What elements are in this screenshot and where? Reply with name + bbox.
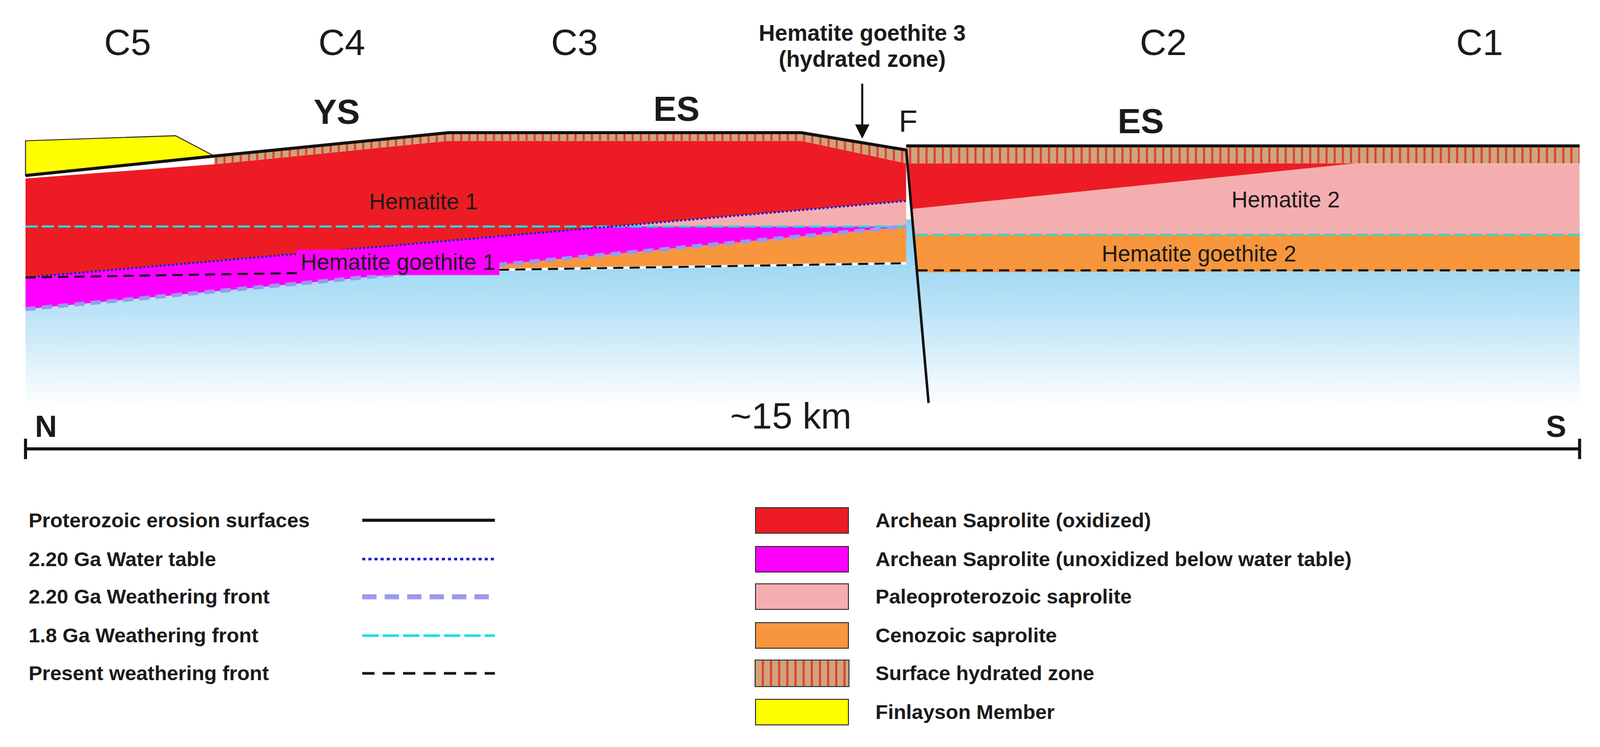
legend-label: Archean Saprolite (oxidized) xyxy=(875,508,1151,533)
legend-label: Finlayson Member xyxy=(875,700,1055,725)
erosion-surface xyxy=(905,144,1580,148)
legend-label: Cenozoic saprolite xyxy=(875,623,1057,648)
paleoproterozoic-saprolite xyxy=(911,163,1580,237)
legend-swatch xyxy=(755,507,849,534)
legend-line-sample xyxy=(362,519,495,523)
legend-label: 1.8 Ga Weathering front xyxy=(28,623,259,648)
legend-label: Archean Saprolite (unoxidized below wate… xyxy=(875,547,1352,572)
present-weathering-front xyxy=(917,269,1580,272)
legend-line-sample xyxy=(362,634,495,638)
unit-label: Hematite 1 xyxy=(369,189,478,216)
column-label: C2 xyxy=(1139,21,1188,64)
legend-swatch xyxy=(755,583,849,611)
scale-tick xyxy=(24,438,28,460)
surface-label: ES xyxy=(1117,101,1164,142)
legend-line-sample xyxy=(362,671,495,675)
surface-label: YS xyxy=(313,92,360,133)
legend-line-sample xyxy=(362,557,495,561)
scale-bar xyxy=(25,447,1580,451)
fault-label: F xyxy=(899,103,918,140)
legend-label: Present weathering front xyxy=(28,661,269,686)
legend-label: Surface hydrated zone xyxy=(875,661,1095,686)
unit-label: Hematite goethite 1 xyxy=(296,249,500,276)
column-label: C1 xyxy=(1455,21,1504,64)
weathering-front-1-8ga xyxy=(915,233,1580,236)
surface-hydrated-zone xyxy=(905,145,1580,164)
unit-label: Hematite 2 xyxy=(1231,187,1340,214)
weathering-front-1-8ga xyxy=(25,225,907,228)
unit-label: Hematite goethite 2 xyxy=(1097,241,1301,268)
fault-line xyxy=(905,148,929,404)
column-label: C3 xyxy=(551,21,599,64)
zone-callout: Hematite goethite 3 (hydrated zone) xyxy=(714,21,1011,73)
column-label: C5 xyxy=(104,21,152,64)
surface-hydrated-zone xyxy=(214,132,906,165)
cenozoic-saprolite xyxy=(913,234,1580,273)
direction-label: S xyxy=(1545,408,1567,445)
legend-swatch xyxy=(755,698,849,726)
column-label: C4 xyxy=(318,21,366,64)
leader-arrow xyxy=(861,83,864,127)
arrow-head xyxy=(855,124,870,139)
scale-tick xyxy=(1577,438,1581,460)
finlayson-member xyxy=(25,135,215,176)
legend-pattern-sample xyxy=(755,660,849,687)
scale-label: ~15 km xyxy=(729,395,852,438)
direction-label: N xyxy=(34,408,58,445)
legend-label: Proterozoic erosion surfaces xyxy=(28,508,310,533)
legend-label: 2.20 Ga Water table xyxy=(28,547,216,572)
legend-label: Paleoproterozoic saprolite xyxy=(875,585,1132,610)
legend-label: 2.20 Ga Weathering front xyxy=(28,585,270,610)
legend-swatch xyxy=(755,546,849,573)
legend-line-sample xyxy=(362,594,495,600)
erosion-surface xyxy=(25,132,907,176)
surface-label: ES xyxy=(653,89,700,130)
legend-swatch xyxy=(755,622,849,649)
